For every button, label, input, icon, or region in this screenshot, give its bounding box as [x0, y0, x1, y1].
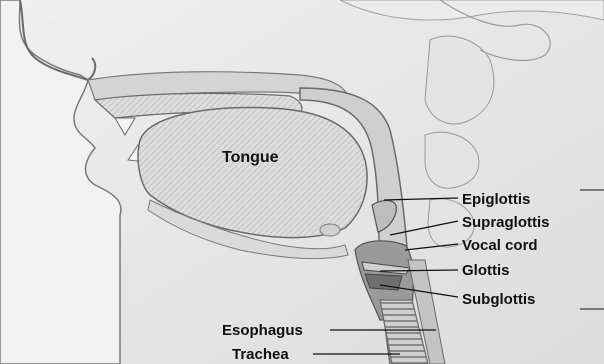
label-epiglottis: Epiglottis [462, 191, 530, 208]
label-subglottis: Subglottis [462, 291, 535, 308]
label-trachea: Trachea [232, 346, 289, 363]
label-glottis: Glottis [462, 262, 510, 279]
label-esophagus: Esophagus [222, 322, 303, 339]
label-vocal-cord: Vocal cord [462, 237, 538, 254]
hyoid [320, 224, 340, 236]
label-tongue: Tongue [222, 149, 279, 166]
label-supraglottis: Supraglottis [462, 214, 550, 231]
